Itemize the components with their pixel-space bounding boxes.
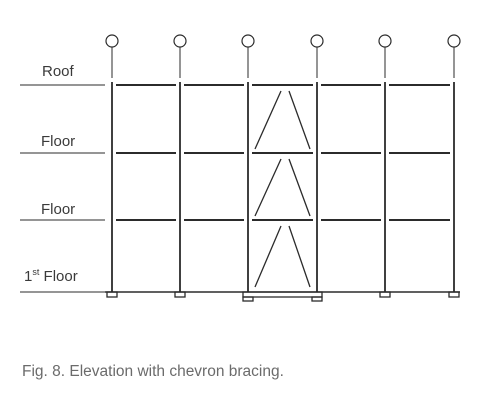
grid-marker-1 (105, 34, 119, 48)
brace-floor3-right (288, 158, 311, 217)
grid-marker-2 (173, 34, 187, 48)
brace-floor2-left (254, 225, 282, 288)
column-bases (106, 291, 460, 298)
grid-marker-stems (111, 47, 455, 78)
level-label-ground-floor: 1st Floor (24, 267, 78, 285)
chevron-bracing (254, 90, 311, 288)
level-label-roof: Roof (42, 63, 75, 80)
columns (111, 82, 455, 292)
grid-marker-3 (241, 34, 255, 48)
base-plate-5 (379, 291, 391, 298)
brace-roof-right (288, 90, 311, 150)
grid-marker-4 (310, 34, 324, 48)
brace-floor3-left (254, 158, 282, 217)
grid-marker-5 (378, 34, 392, 48)
grid-markers (105, 34, 461, 48)
foundation-right-pad (311, 296, 323, 302)
grid-marker-6 (447, 34, 461, 48)
brace-floor2-right (288, 225, 311, 288)
foundation-beam (242, 291, 323, 298)
figure-caption: Fig. 8. Elevation with chevron bracing. (22, 363, 284, 380)
foundation-left-pad (242, 296, 254, 302)
base-plate-6 (448, 291, 460, 298)
level-label-floor-2: Floor (41, 201, 75, 218)
level-reference-lines (20, 84, 105, 293)
elevation-diagram: Roof Floor Floor 1st Floor (20, 34, 461, 302)
braced-bay-foundation (242, 291, 323, 302)
base-plate-2 (174, 291, 186, 298)
brace-roof-left (254, 90, 282, 150)
level-label-floor-3: Floor (41, 133, 75, 150)
base-plate-1 (106, 291, 118, 298)
